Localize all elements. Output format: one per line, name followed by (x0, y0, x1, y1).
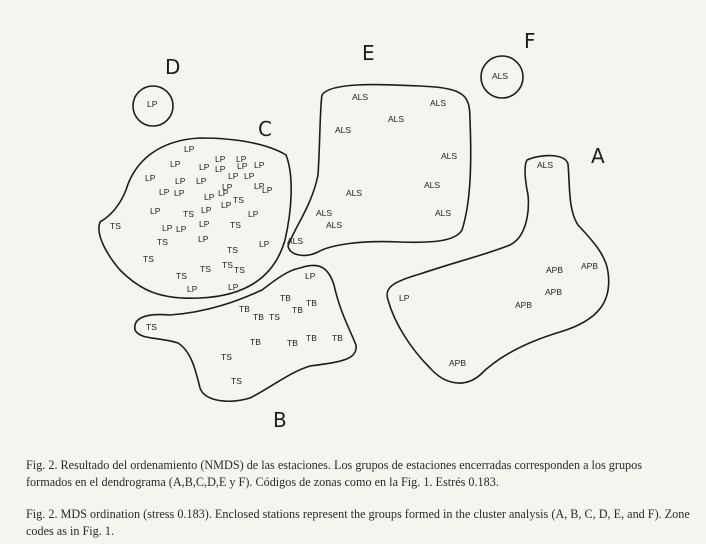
station-label: LP (254, 181, 265, 191)
station-label: LP (305, 271, 316, 281)
station-label: LP (244, 171, 255, 181)
station-label: LP (259, 239, 270, 249)
group-c-outline (98, 137, 292, 300)
station-label: LP (176, 224, 187, 234)
station-label: TS (183, 209, 194, 219)
station-label: TB (239, 304, 250, 314)
station-label: APB (545, 287, 562, 297)
station-label: APB (449, 358, 466, 368)
station-label: LP (170, 159, 181, 169)
station-label: LP (399, 293, 410, 303)
station-label: APB (546, 265, 563, 275)
station-label: APB (515, 300, 532, 310)
station-label: ALS (441, 151, 457, 161)
station-label: TS (230, 220, 241, 230)
station-label: LP (218, 188, 229, 198)
station-label: LP (228, 282, 239, 292)
station-label: TS (222, 260, 233, 270)
group-label-b: B (273, 408, 287, 432)
station-label: LP (201, 205, 212, 215)
group-label-f: F (524, 29, 536, 53)
station-label: TB (306, 333, 317, 343)
group-d-outline (132, 85, 174, 127)
station-label: TS (269, 312, 280, 322)
station-label: LP (162, 223, 173, 233)
station-label: LP (236, 154, 247, 164)
station-label: ALS (287, 236, 303, 246)
station-label: LP (262, 185, 273, 195)
station-label: TB (306, 298, 317, 308)
station-label: LP (196, 176, 207, 186)
station-label: ALS (430, 98, 446, 108)
group-label-e: E (362, 41, 375, 65)
group-label-d: D (165, 55, 180, 79)
station-label: LP (159, 187, 170, 197)
station-label: LP (147, 99, 158, 109)
group-a-outline (386, 154, 610, 384)
station-label: LP (187, 284, 198, 294)
station-label: TS (231, 376, 242, 386)
station-label: ALS (346, 188, 362, 198)
station-label: LP (215, 154, 226, 164)
station-label: TB (250, 337, 261, 347)
station-label: LP (175, 176, 186, 186)
station-label: LP (237, 161, 248, 171)
station-label: LP (184, 144, 195, 154)
station-label: LP (204, 192, 215, 202)
station-label: TS (110, 221, 121, 231)
station-label: LP (174, 188, 185, 198)
station-label: LP (221, 200, 232, 210)
group-label-a: A (591, 144, 605, 168)
station-label: TS (157, 237, 168, 247)
station-label: LP (222, 182, 233, 192)
group-b-outline (134, 264, 357, 402)
station-label: APB (581, 261, 598, 271)
station-label: TS (233, 195, 244, 205)
station-label: ALS (388, 114, 404, 124)
station-label: ALS (352, 92, 368, 102)
station-label: LP (248, 209, 259, 219)
station-label: ALS (326, 220, 342, 230)
station-label: LP (254, 160, 265, 170)
station-label: TS (143, 254, 154, 264)
station-label: TS (176, 271, 187, 281)
station-label: LP (199, 219, 210, 229)
group-label-c: C (258, 117, 272, 141)
station-label: LP (215, 164, 226, 174)
station-label: ALS (435, 208, 451, 218)
station-label: TS (221, 352, 232, 362)
nmds-ordination-diagram: D F E C A B LP ALS ALS ALS ALS ALS ALS A… (98, 29, 610, 432)
station-label: ALS (316, 208, 332, 218)
station-label: ALS (424, 180, 440, 190)
station-label: TS (234, 265, 245, 275)
station-label: TB (332, 333, 343, 343)
figure-caption-spanish: Fig. 2. Resultado del ordenamiento (NMDS… (26, 458, 642, 489)
station-label: ALS (335, 125, 351, 135)
station-label: LP (145, 173, 156, 183)
station-label: LP (198, 234, 209, 244)
station-label: LP (199, 162, 210, 172)
station-label: TB (292, 305, 303, 315)
station-label: TB (287, 338, 298, 348)
group-e-outline (287, 83, 472, 257)
figure-caption-english: Fig. 2. MDS ordination (stress 0.183). E… (26, 507, 690, 538)
station-label: LP (150, 206, 161, 216)
station-label: TS (146, 322, 157, 332)
station-label: TS (200, 264, 211, 274)
station-label: ALS (492, 71, 508, 81)
station-label: TB (280, 293, 291, 303)
station-label: TS (227, 245, 238, 255)
station-label: LP (228, 171, 239, 181)
station-label: ALS (537, 160, 553, 170)
group-f-outline (480, 55, 524, 99)
station-label: TB (253, 312, 264, 322)
